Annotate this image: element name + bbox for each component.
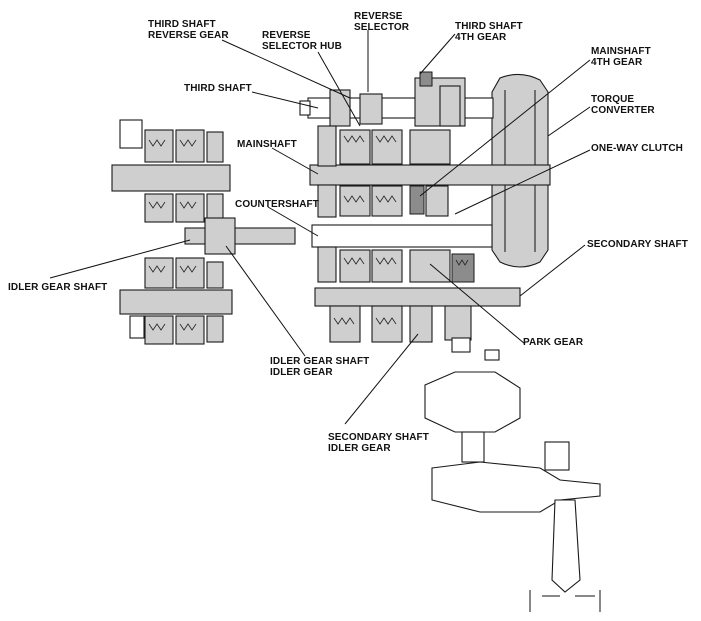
- third-shaft: [299, 71, 494, 127]
- idler-gear-shaft: [184, 217, 296, 255]
- label-mainshaft-4th-gear: MAINSHAFT 4TH GEAR: [591, 46, 651, 68]
- differential-assembly: [424, 337, 601, 612]
- label-third-shaft: THIRD SHAFT: [184, 83, 252, 94]
- label-secondary-shaft: SECONDARY SHAFT: [587, 239, 688, 250]
- secondary-shaft: [314, 287, 521, 343]
- label-idler-gear-shaft-idler-gear: IDLER GEAR SHAFT IDLER GEAR: [270, 356, 370, 378]
- label-third-shaft-reverse-gear: THIRD SHAFT REVERSE GEAR: [148, 19, 229, 41]
- left-upper-shaft-assembly: [111, 119, 231, 223]
- mainshaft: [309, 125, 551, 218]
- label-idler-gear-shaft: IDLER GEAR SHAFT: [8, 282, 108, 293]
- label-torque-converter: TORQUE CONVERTER: [591, 94, 655, 116]
- label-reverse-selector-hub: REVERSE SELECTOR HUB: [262, 30, 342, 52]
- countershaft: [311, 224, 493, 283]
- label-park-gear: PARK GEAR: [523, 337, 584, 348]
- label-secondary-shaft-idler-gear: SECONDARY SHAFT IDLER GEAR: [328, 432, 429, 454]
- label-reverse-selector: REVERSE SELECTOR: [354, 11, 410, 33]
- label-mainshaft: MAINSHAFT: [237, 139, 297, 150]
- label-one-way-clutch: ONE-WAY CLUTCH: [591, 143, 683, 154]
- label-countershaft: COUNTERSHAFT: [235, 199, 319, 210]
- label-third-shaft-4th-gear: THIRD SHAFT 4TH GEAR: [455, 21, 523, 43]
- left-lower-shaft-assembly: [119, 257, 233, 345]
- leader-lines: [49, 30, 591, 425]
